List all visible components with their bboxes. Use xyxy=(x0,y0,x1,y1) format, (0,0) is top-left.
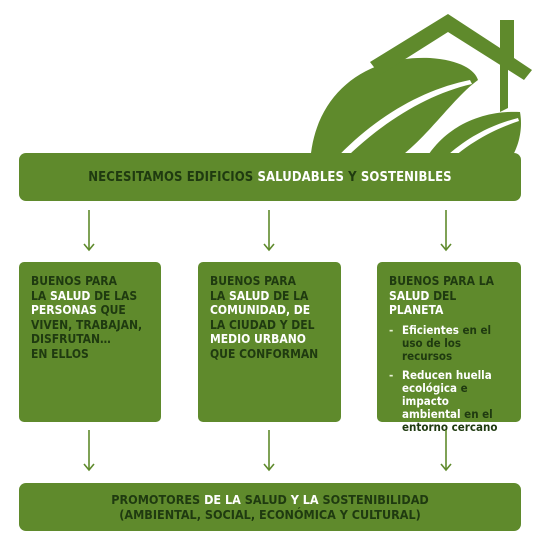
benefit-1-a: Eficientes xyxy=(402,322,459,337)
footer-part-4: Y LA xyxy=(286,492,323,507)
arrow-down-icon xyxy=(83,210,95,252)
benefit-1-b: en el uso de los recursos xyxy=(402,322,492,363)
card-2-line-2: LA SALUD DE LA xyxy=(210,289,331,304)
benefit-2-c: impacto ambiental xyxy=(402,393,461,421)
footer-part-3: SALUD xyxy=(244,492,287,507)
top-banner: NECESITAMOS EDIFICIOS SALUDABLES Y SOSTE… xyxy=(19,153,521,201)
bullet-dash: - xyxy=(389,367,394,382)
planet-benefit-item: -Eficientes en el uso de los recursos xyxy=(389,322,511,363)
card-2-line-2a: LA xyxy=(210,288,229,303)
card-1-line-5: DISFRUTAN… xyxy=(31,332,111,346)
header-part-1: NECESITAMOS EDIFICIOS xyxy=(88,169,258,185)
arrow-down-icon xyxy=(263,210,275,252)
footer-part-2: DE LA xyxy=(200,492,245,507)
card-1-line-4: VIVEN, TRABAJAN, xyxy=(31,317,143,332)
card-2-line-2b: SALUD xyxy=(229,288,270,303)
benefit-2-b: e xyxy=(456,380,468,395)
arrow-down-icon xyxy=(440,430,452,472)
card-1-line-6: EN ELLOS xyxy=(31,346,89,361)
arrow-down-icon xyxy=(83,430,95,472)
card-1-line-2c: DE LAS xyxy=(90,288,138,303)
header-part-4: SOSTENIBLES xyxy=(360,169,452,185)
arrow-down-icon xyxy=(440,210,452,252)
card-1-line-3b: QUE xyxy=(96,303,126,317)
bullet-dash: - xyxy=(389,322,394,337)
bottom-banner-line-1: PROMOTORES DE LA SALUD Y LA SOSTENIBILID… xyxy=(111,492,428,507)
header-part-3: Y xyxy=(344,169,361,185)
header-part-2: SALUDABLES xyxy=(257,169,344,185)
benefit-2-d: en el entorno cercano xyxy=(402,406,498,434)
card-3-line-2a: SALUD xyxy=(389,288,430,303)
card-3-line-2: SALUD DEL PLANETA xyxy=(389,289,511,318)
planet-benefit-item: -Reducen huella ecológica e impacto ambi… xyxy=(389,367,511,434)
top-banner-text: NECESITAMOS EDIFICIOS SALUDABLES Y SOSTE… xyxy=(88,170,451,185)
card-2-line-5: MEDIO URBANO xyxy=(210,332,306,346)
footer-part-5: SOSTENIBILIDAD xyxy=(322,492,429,507)
bottom-banner: PROMOTORES DE LA SALUD Y LA SOSTENIBILID… xyxy=(19,483,521,531)
card-1-line-1: BUENOS PARA xyxy=(31,274,117,288)
card-1-line-2a: LA xyxy=(31,288,50,303)
card-1-line-3a: PERSONAS xyxy=(31,303,97,317)
card-people-health: BUENOS PARA LA SALUD DE LAS PERSONAS QUE… xyxy=(19,262,161,422)
arrow-down-icon xyxy=(263,430,275,472)
card-1-line-2b: SALUD xyxy=(50,288,91,303)
card-2-line-6: QUE CONFORMAN xyxy=(210,346,319,361)
card-1-line-2: LA SALUD DE LAS xyxy=(31,289,151,304)
card-community-health: BUENOS PARA LA SALUD DE LA COMUNIDAD, DE… xyxy=(198,262,341,422)
card-2-line-2c: DE LA xyxy=(269,288,309,303)
card-2-line-3: COMUNIDAD, DE xyxy=(210,303,311,317)
bottom-banner-line-2: (AMBIENTAL, SOCIAL, ECONÓMICA Y CULTURAL… xyxy=(119,507,421,522)
card-3-line-2c: PLANETA xyxy=(389,303,444,317)
card-3-line-1: BUENOS PARA LA xyxy=(389,274,494,288)
planet-benefits-list: -Eficientes en el uso de los recursos -R… xyxy=(389,322,511,434)
card-planet-health: BUENOS PARA LA SALUD DEL PLANETA -Eficie… xyxy=(377,262,521,433)
benefit-2-a: Reducen huella ecológica xyxy=(402,367,492,395)
card-3-line-2b: DEL xyxy=(429,288,457,303)
house-leaf-icon xyxy=(310,14,532,170)
card-2-line-4: LA CIUDAD Y DEL xyxy=(210,317,315,332)
card-1-line-3: PERSONAS QUE xyxy=(31,303,151,318)
footer-part-1: PROMOTORES xyxy=(111,492,201,507)
card-2-line-1: BUENOS PARA xyxy=(210,274,296,288)
